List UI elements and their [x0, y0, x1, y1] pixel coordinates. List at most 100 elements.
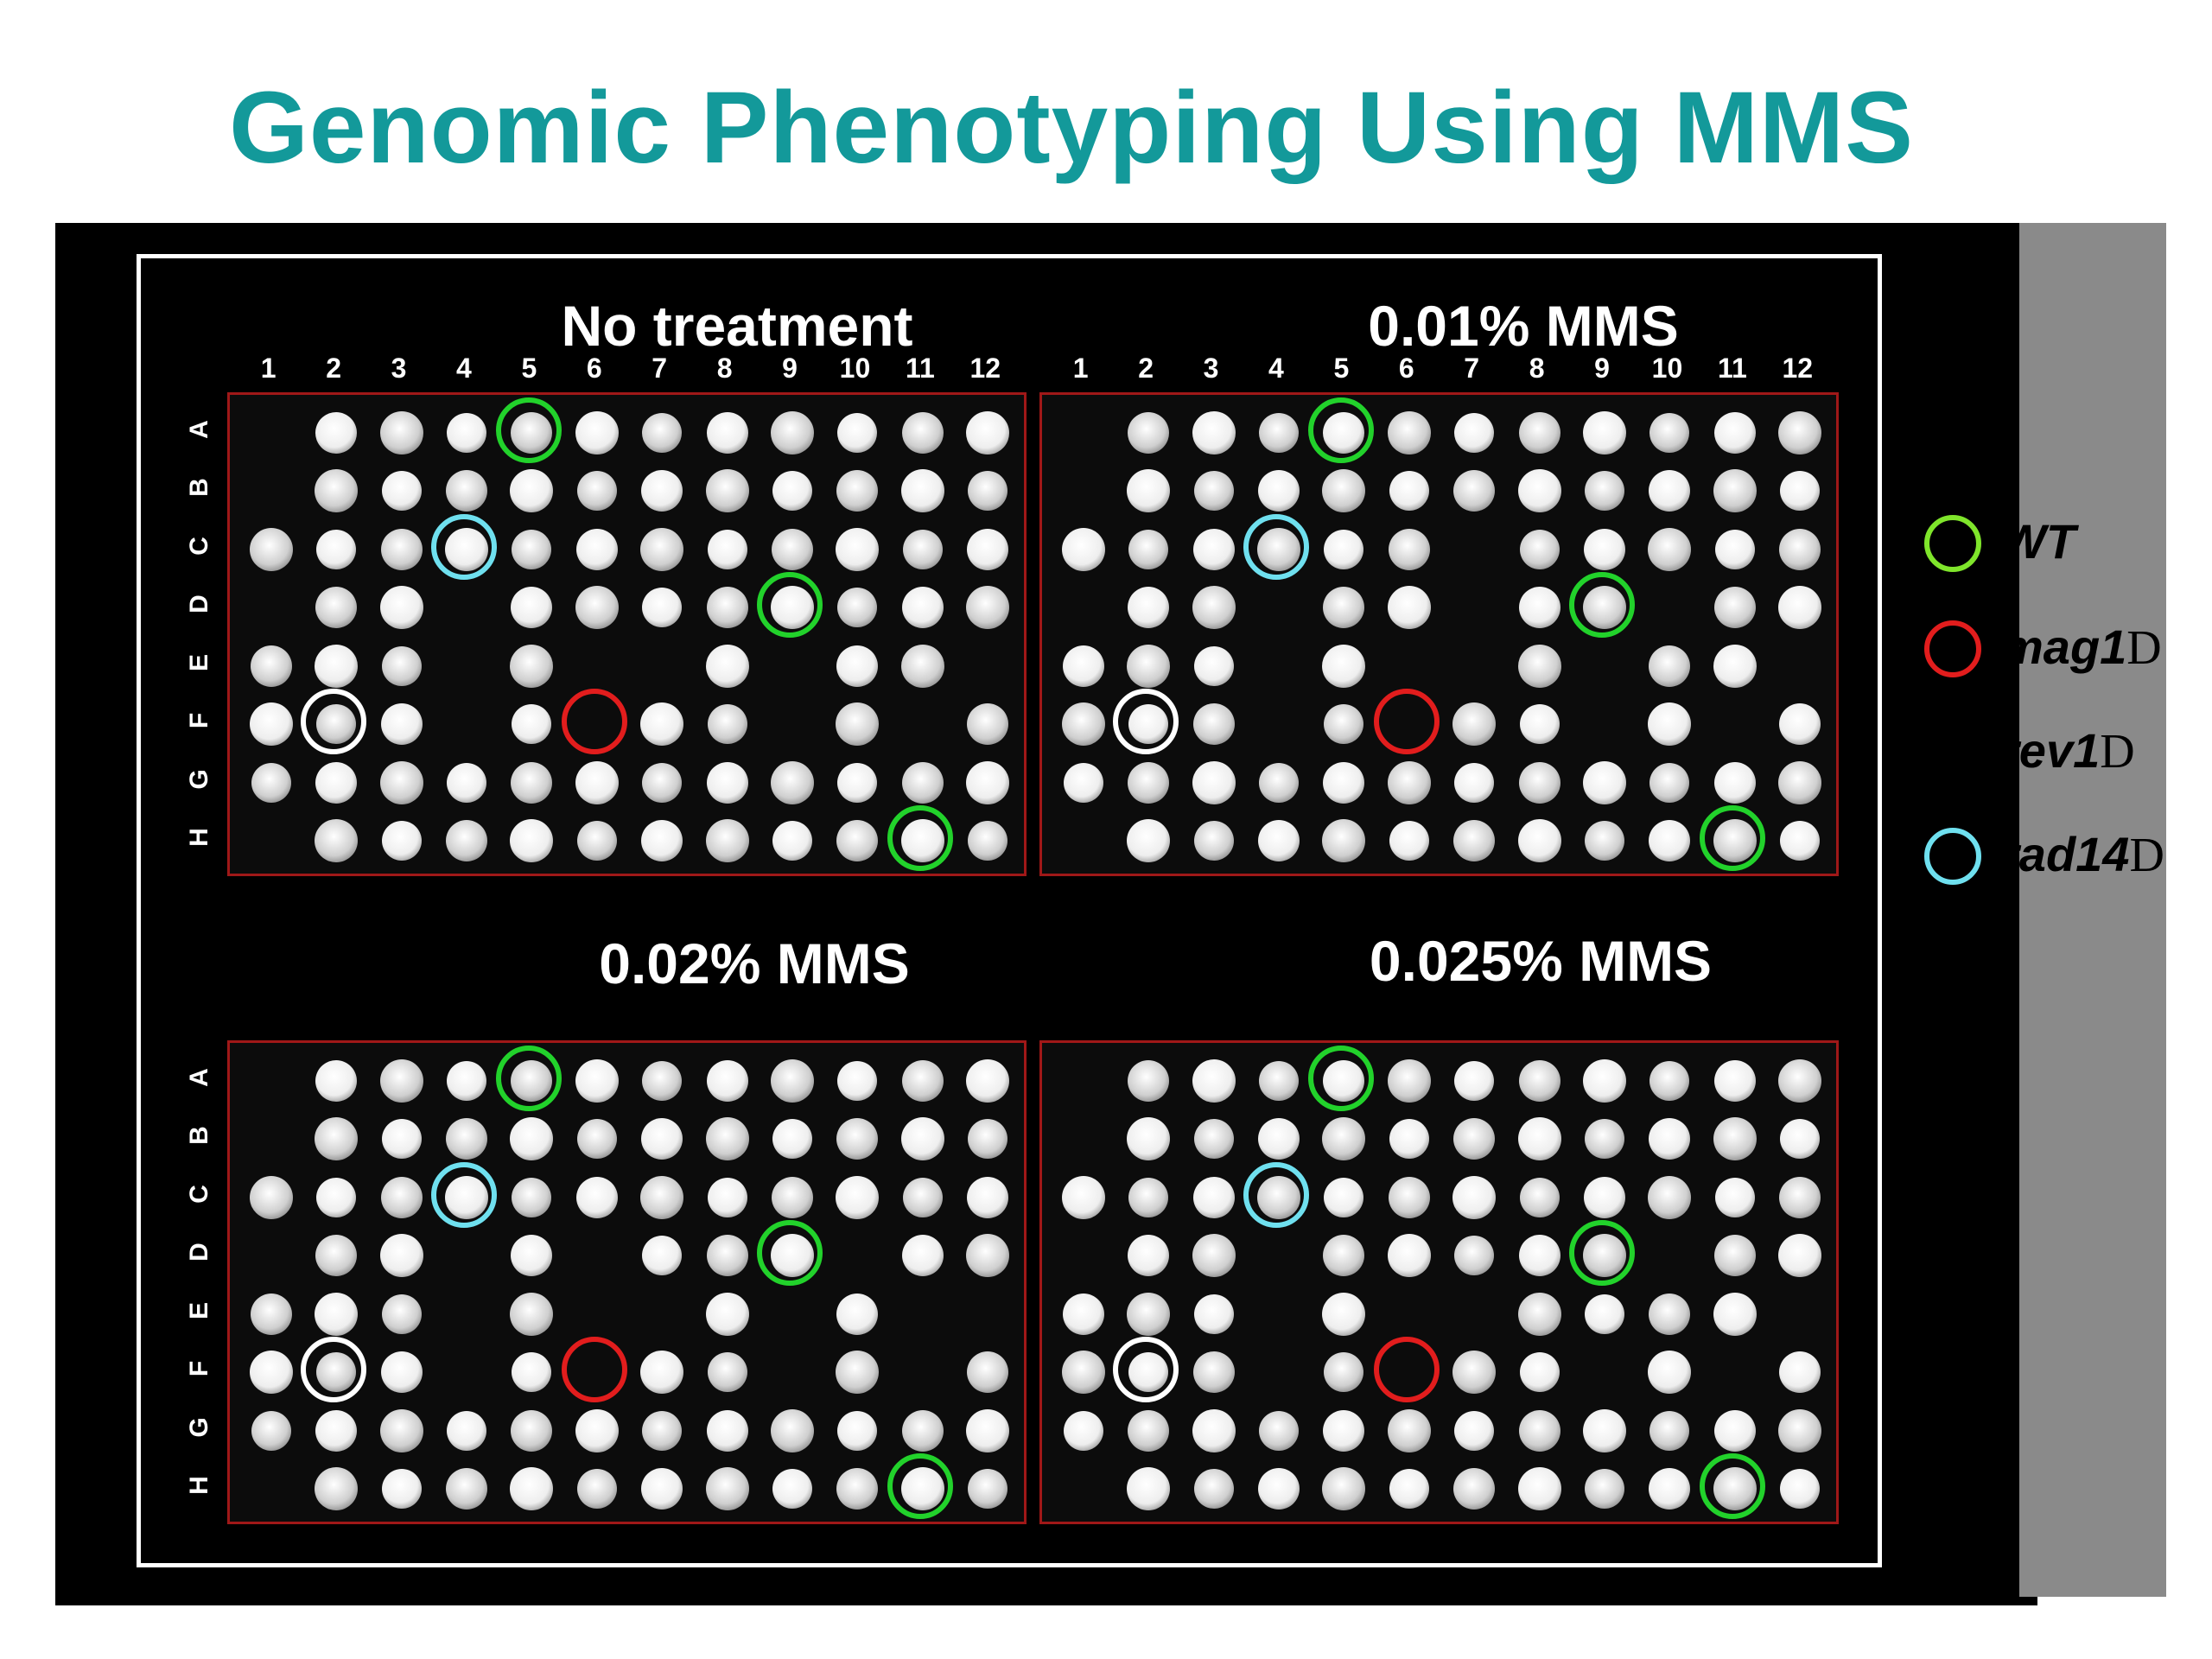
column-label: 10 [839, 353, 871, 384]
colony [772, 1469, 813, 1510]
colony [1780, 1119, 1821, 1160]
row-label: D [185, 594, 213, 614]
colony [705, 1467, 749, 1511]
colony [1454, 1410, 1495, 1451]
colony [641, 1468, 683, 1510]
colony [512, 1177, 552, 1217]
colony [1387, 760, 1431, 804]
colony [1649, 1293, 1691, 1335]
colony [836, 1175, 880, 1219]
colony [1192, 760, 1236, 804]
column-label: 5 [521, 353, 537, 384]
colony [510, 469, 554, 513]
colony [705, 469, 749, 513]
colony [315, 1059, 358, 1102]
highlight-ring-rad14 [1243, 513, 1309, 580]
colony [1585, 1469, 1625, 1510]
colony [1061, 1175, 1105, 1219]
column-label: 9 [1594, 353, 1610, 384]
row-label: E [185, 1301, 213, 1319]
colony [706, 1235, 748, 1277]
colony [968, 1119, 1008, 1160]
colony [1387, 1408, 1431, 1452]
colony [315, 761, 358, 804]
colony [772, 528, 814, 570]
colony [967, 1351, 1009, 1394]
panel-title-0-025-mms: 0.025% MMS [1369, 929, 1713, 993]
colony [1323, 761, 1365, 804]
plate-3 [227, 1040, 1027, 1524]
colony [250, 1293, 292, 1335]
colony [576, 471, 617, 512]
colony [315, 1292, 359, 1336]
colony [1518, 1235, 1560, 1277]
colony [1387, 1234, 1431, 1278]
colony [1519, 704, 1560, 745]
colony [1192, 410, 1236, 454]
colony [1519, 1177, 1560, 1217]
colony [249, 1351, 293, 1395]
colony [1713, 469, 1757, 513]
colony [901, 587, 944, 629]
highlight-ring-highlight-green [1699, 805, 1765, 872]
colony [1387, 410, 1431, 454]
colony [315, 411, 358, 454]
plate-2 [1039, 392, 1839, 876]
colony [1257, 1468, 1300, 1510]
highlight-ring-mag1 [1373, 689, 1440, 755]
colony [1322, 469, 1366, 513]
column-label: 2 [1138, 353, 1154, 384]
colony [642, 412, 683, 453]
colony [379, 410, 423, 454]
colony [1063, 762, 1103, 803]
column-label: 8 [1529, 353, 1545, 384]
colony [1778, 410, 1822, 454]
row-label: H [185, 1476, 213, 1496]
highlight-ring-highlight-green [1308, 1045, 1375, 1111]
highlight-ring-highlight-green [1569, 572, 1636, 639]
colony [511, 761, 553, 804]
plate-4 [1039, 1040, 1839, 1524]
highlight-ring-rev1 [301, 1337, 367, 1403]
colony [1193, 821, 1234, 861]
highlight-ring-highlight-green [496, 397, 563, 463]
colony [1127, 1467, 1171, 1511]
colony [1324, 529, 1364, 569]
colony [1061, 527, 1105, 571]
colony [1649, 1060, 1690, 1101]
colony [900, 1117, 944, 1161]
column-label: 6 [1398, 353, 1414, 384]
colony [966, 1058, 1010, 1103]
colony [249, 527, 293, 571]
column-label: 10 [1651, 353, 1683, 384]
colony [1779, 1351, 1821, 1394]
colony [1519, 529, 1560, 569]
colony [315, 1117, 359, 1161]
colony [1454, 1060, 1495, 1101]
colony [642, 1410, 683, 1451]
colony [707, 1352, 747, 1393]
colony [379, 1234, 423, 1278]
legend-label-name: rad14 [2000, 827, 2130, 881]
colony [772, 821, 813, 861]
colony [315, 469, 359, 513]
column-label: 7 [1464, 353, 1480, 384]
colony [1585, 471, 1625, 512]
colony [1585, 1294, 1625, 1334]
colony [446, 1060, 486, 1101]
column-label: 4 [456, 353, 472, 384]
plate-1 [227, 392, 1027, 876]
row-label: H [185, 828, 213, 848]
colony [445, 820, 487, 862]
colony [512, 529, 552, 569]
colony [1778, 1234, 1822, 1278]
colony [1257, 470, 1300, 512]
colony [1778, 1408, 1822, 1452]
colony [706, 1409, 748, 1452]
colony [900, 644, 944, 688]
colony [381, 1294, 422, 1334]
colony [902, 1177, 943, 1217]
colony [316, 529, 357, 569]
colony [837, 1060, 878, 1101]
colony [1193, 645, 1234, 686]
